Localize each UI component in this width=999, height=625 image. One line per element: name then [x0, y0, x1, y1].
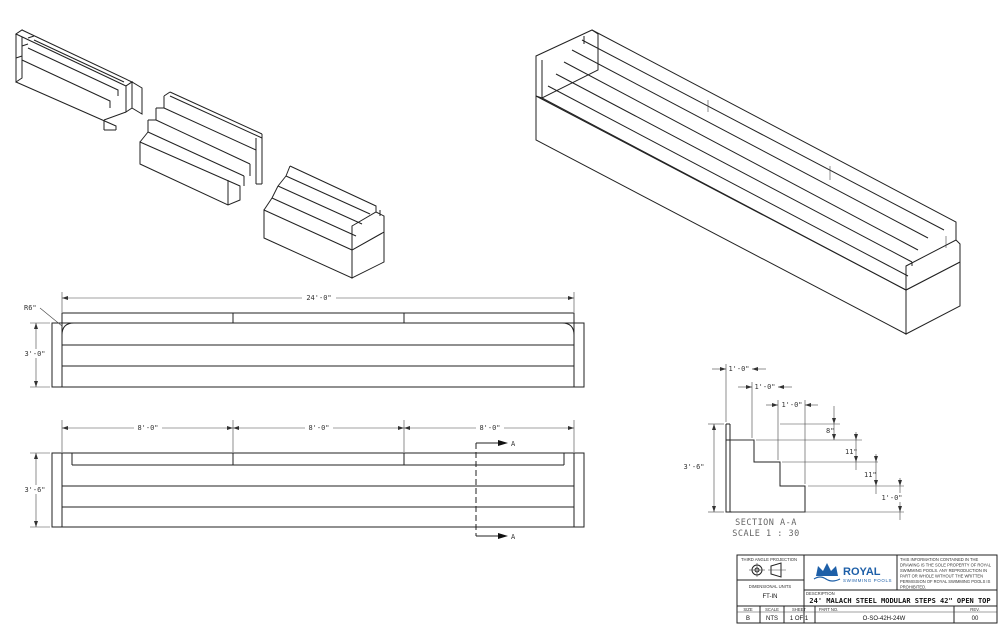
- dimensional-units-label: DIMENSIONAL UNITS: [749, 584, 792, 589]
- part-no-value: O-SO-42H-24W: [863, 616, 906, 622]
- iso-step-module-left: [14, 29, 143, 131]
- section-tread-1: 1'-0": [728, 365, 749, 373]
- plan-radius-label: R6": [24, 304, 37, 312]
- notice-line-1: THIS INFORMATION CONTAINED IN THE: [900, 557, 979, 562]
- size-value: B: [746, 616, 750, 622]
- section-riser-1: 8": [826, 427, 834, 435]
- notice-line-3: SWIMMING POOLS. ANY REPRODUCTION IN: [900, 568, 987, 573]
- front-module-1-length: 8'-0": [137, 424, 158, 432]
- description-label: DESCRIPTION: [806, 591, 835, 596]
- section-scale: SCALE 1 : 30: [732, 529, 799, 539]
- section-tread-3: 1'-0": [781, 401, 802, 409]
- company-name: ROYAL: [843, 566, 881, 578]
- front-height: 3'-6": [24, 486, 45, 494]
- section-marker-top: A: [511, 440, 516, 448]
- title-block: THIRD ANGLE PROJECTION DIMENSIONAL UNITS…: [736, 554, 998, 624]
- notice-line-5: PERMISSION OF ROYAL SWIMMING POOLS IS: [900, 579, 991, 584]
- company-subtitle: SWIMMING POOLS: [843, 578, 892, 583]
- projection-label: THIRD ANGLE PROJECTION: [741, 557, 797, 562]
- notice-line-4: PART OR WHOLE WITHOUT THE WRITTEN: [900, 574, 983, 579]
- scale-label: SCALE: [765, 607, 779, 612]
- scale-value: NTS: [766, 616, 778, 622]
- section-riser-3: 11": [864, 471, 877, 479]
- sheet-value: 1 OF 1: [790, 616, 809, 622]
- plan-height: 3'-0": [24, 350, 45, 358]
- section-a-a-view: 1'-0" 1'-0" 1'-0" 8" 11" 11" 1': [680, 364, 904, 539]
- notice-line-2: DRAWING IS THE SOLE PROPERTY OF ROYAL: [900, 563, 992, 568]
- iso-step-module-right: [263, 165, 385, 279]
- description-value: 24' MALACH STEEL MODULAR STEPS 42" OPEN …: [809, 597, 990, 605]
- plan-view: 24'-0" R6" 3'-0": [22, 292, 585, 388]
- notice-line-6: PROHIBITED.: [900, 585, 926, 590]
- third-angle-projection-icon: [749, 562, 786, 578]
- section-title: SECTION A-A: [735, 518, 797, 528]
- size-label: SIZE: [743, 607, 753, 612]
- section-riser-4: 1'-0": [881, 494, 902, 502]
- iso-assembled-steps: [535, 29, 961, 335]
- front-view: 8'-0" 8'-0" 8'-0" 3'-6" A A: [22, 420, 585, 541]
- dimensional-units-value: FT-IN: [763, 594, 778, 600]
- royal-logo: ROYAL SWIMMING POOLS: [813, 563, 892, 583]
- section-marker-bottom: A: [511, 533, 516, 541]
- rev-label: REV.: [970, 607, 979, 612]
- plan-overall-length: 24'-0": [306, 294, 331, 302]
- part-no-label: PART NO.: [819, 607, 838, 612]
- iso-step-module-middle: [139, 91, 263, 206]
- section-riser-2: 11": [845, 448, 858, 456]
- front-module-3-length: 8'-0": [479, 424, 500, 432]
- rev-value: 00: [972, 616, 979, 622]
- section-tread-2: 1'-0": [754, 383, 775, 391]
- section-total-height: 3'-6": [683, 463, 704, 471]
- front-module-2-length: 8'-0": [308, 424, 329, 432]
- sheet-label: SHEET: [792, 607, 806, 612]
